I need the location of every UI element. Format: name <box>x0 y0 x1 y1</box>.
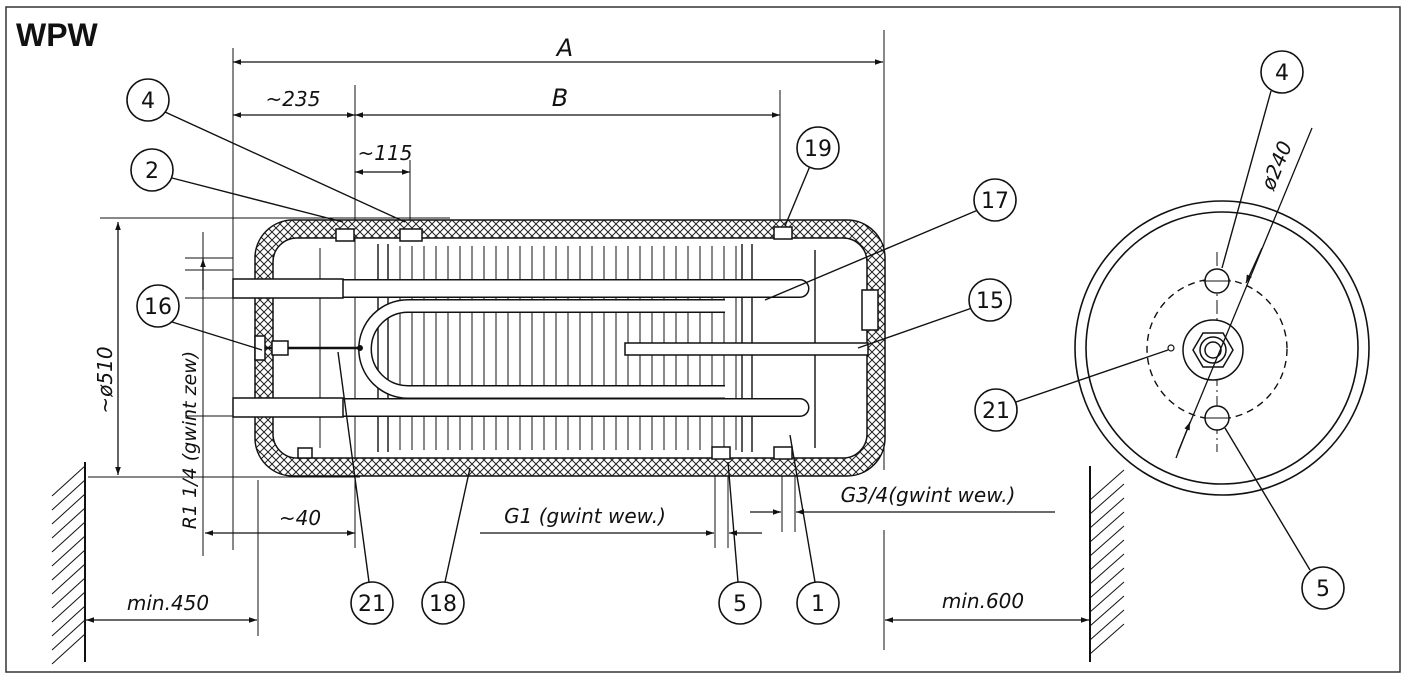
dimension-b-label: B <box>552 84 568 112</box>
dimension-a: A <box>233 34 883 65</box>
callout-label: 5 <box>1316 577 1330 602</box>
dimension-r114-label: R1 1/4 (gwint zew) <box>179 351 201 529</box>
callout-label: 1 <box>811 592 825 617</box>
callout-end-4: 4 <box>1221 50 1304 269</box>
callout-side-15: 15 <box>857 278 1012 349</box>
sensor-rod <box>254 335 363 361</box>
callout-label: 21 <box>982 399 1010 424</box>
right-wall <box>1089 466 1125 662</box>
callout-label: 21 <box>358 592 386 617</box>
anode-rod <box>624 342 869 356</box>
callout-side-4: 4 <box>126 78 406 223</box>
callout-side-16: 16 <box>136 284 263 351</box>
tank-side-view <box>232 219 886 477</box>
callout-label: 4 <box>1275 61 1289 86</box>
right-fitting <box>861 289 879 331</box>
callout-label: 5 <box>733 592 747 617</box>
dimension-40: ~40 <box>205 506 355 536</box>
thread-g34-label: G3/4(gwint wew.) <box>841 483 1016 507</box>
dimension-510: ~ø510 <box>93 222 121 475</box>
clearance-left-label: min.450 <box>127 591 209 615</box>
center-fitting <box>1182 319 1244 381</box>
coil-outlet-pipe <box>232 397 344 418</box>
dimension-235-label: ~235 <box>266 87 321 111</box>
callout-side-18: 18 <box>421 467 471 625</box>
dimension-b: B <box>355 84 780 118</box>
tank-insulation <box>254 219 886 477</box>
top-hole <box>1203 268 1231 294</box>
thread-g1-label: G1 (gwint wew.) <box>504 504 666 528</box>
dimension-115-label: ~115 <box>358 141 413 165</box>
callout-label: 19 <box>804 137 832 162</box>
drawing-title: WPW <box>16 17 99 53</box>
coil-inlet-pipe <box>232 278 344 299</box>
callout-side-2: 2 <box>130 148 344 223</box>
callout-side-17: 17 <box>764 178 1017 301</box>
callout-label: 2 <box>145 159 159 184</box>
top-fittings <box>335 226 793 242</box>
callout-label: 15 <box>976 289 1004 314</box>
callout-end-21: 21 <box>974 349 1169 432</box>
bottom-fittings <box>297 446 793 460</box>
dimension-r114: R1 1/4 (gwint zew) <box>179 259 206 529</box>
callout-label: 4 <box>141 89 155 114</box>
callout-label: 18 <box>429 592 457 617</box>
callout-label: 17 <box>981 189 1009 214</box>
clearance-left: min.450 <box>86 591 257 623</box>
dimension-510-label: ~ø510 <box>93 346 117 413</box>
sensor-point <box>1167 344 1175 352</box>
callout-side-1: 1 <box>789 434 840 625</box>
dimension-235: ~235 <box>233 87 355 118</box>
callout-label: 16 <box>144 295 172 320</box>
dimension-115: ~115 <box>355 141 413 175</box>
callout-side-19: 19 <box>784 126 840 227</box>
clearance-right-label: min.600 <box>942 589 1024 613</box>
callout-end-5: 5 <box>1224 427 1345 610</box>
thread-g34-leader: G3/4(gwint wew.) <box>750 483 1055 515</box>
drawing-frame <box>5 6 1401 673</box>
dimension-a-label: A <box>555 34 573 62</box>
tank-end-view <box>1074 200 1370 496</box>
callout-side-5: 5 <box>718 461 762 625</box>
heating-coil <box>232 278 810 418</box>
callout-side-21: 21 <box>337 351 394 625</box>
left-wall <box>51 462 86 665</box>
clearance-right: min.600 <box>885 589 1089 623</box>
bottom-hole <box>1203 405 1231 431</box>
dimension-40-label: ~40 <box>279 506 321 530</box>
thread-g1-leader: G1 (gwint wew.) <box>480 504 762 536</box>
